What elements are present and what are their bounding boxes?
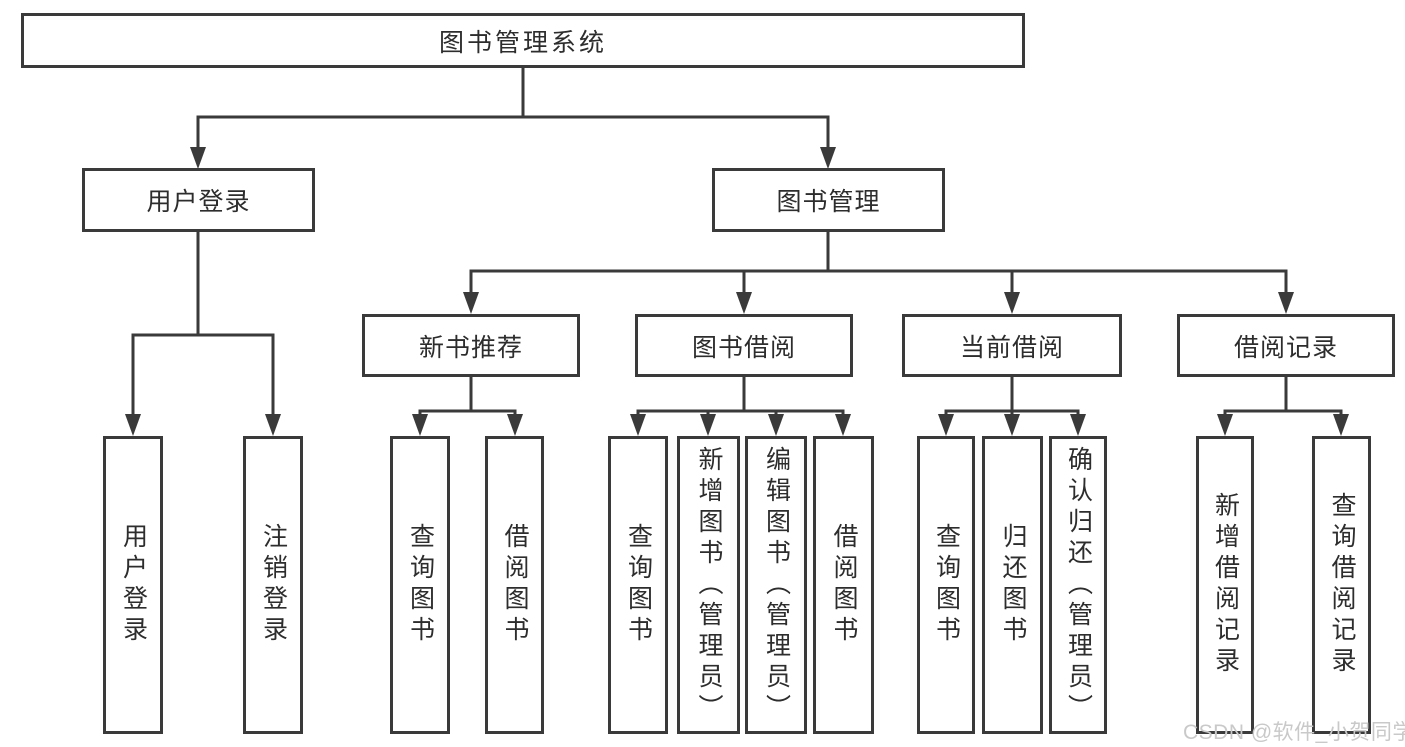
- node-book-management: 图书管理: [712, 168, 945, 232]
- arrowhead: [736, 292, 752, 314]
- node-label: 用户登录: [146, 188, 251, 216]
- node-borrow-record: 借阅记录: [1177, 314, 1395, 377]
- connector-current-borrow: [938, 375, 1086, 436]
- leaf-query-book-3: 查询图书: [917, 436, 975, 734]
- leaf-logout: 注销登录: [243, 436, 303, 734]
- csdn-watermark: CSDN @软件_小贺同学: [1183, 721, 1405, 744]
- arrowhead: [630, 414, 646, 436]
- node-label: 查询图书: [932, 523, 961, 647]
- arrowhead: [265, 414, 281, 436]
- node-book-borrow: 图书借阅: [635, 314, 853, 377]
- leaf-edit-book-admin: 编辑图书（管理员）: [745, 436, 807, 734]
- arrowhead: [190, 147, 206, 169]
- arrowhead: [507, 414, 523, 436]
- node-label: 编辑图书（管理员）: [762, 445, 791, 725]
- node-new-book-recommend: 新书推荐: [362, 314, 580, 377]
- arrowhead: [1070, 414, 1086, 436]
- node-label: 查询图书: [624, 523, 653, 647]
- node-label: 查询图书: [406, 523, 435, 647]
- node-label: 图书借阅: [691, 333, 796, 362]
- node-label: 图书管理: [776, 188, 881, 216]
- node-label: 确认归还（管理员）: [1064, 445, 1093, 725]
- arrowhead: [1217, 414, 1233, 436]
- connector-book-borrow: [630, 375, 851, 436]
- leaf-return-book: 归还图书: [982, 436, 1043, 734]
- leaf-query-book-2: 查询图书: [608, 436, 668, 734]
- leaf-add-book-admin: 新增图书（管理员）: [677, 436, 740, 734]
- arrowhead: [125, 414, 141, 436]
- connector-borrow-record: [1217, 375, 1349, 436]
- arrowhead: [1004, 414, 1020, 436]
- leaf-borrow-book-2: 借阅图书: [813, 436, 874, 734]
- node-current-borrow: 当前借阅: [902, 314, 1122, 377]
- leaf-confirm-return-admin: 确认归还（管理员）: [1049, 436, 1107, 734]
- node-label: 新增借阅记录: [1211, 492, 1240, 678]
- leaf-user-login: 用户登录: [103, 436, 163, 734]
- node-label: 借阅图书: [830, 523, 858, 647]
- node-label: 新增图书（管理员）: [695, 445, 723, 725]
- leaf-borrow-book-1: 借阅图书: [485, 436, 544, 734]
- leaf-query-book-1: 查询图书: [390, 436, 450, 734]
- connector-user-login: [125, 230, 281, 436]
- arrowhead: [938, 414, 954, 436]
- connector-new-book: [412, 375, 523, 436]
- arrowhead: [835, 414, 851, 436]
- node-label: 用户登录: [119, 523, 148, 647]
- node-label: 图书管理系统: [438, 28, 607, 57]
- node-label: 新书推荐: [418, 333, 523, 362]
- node-label: 归还图书: [999, 523, 1027, 647]
- node-label: 查询借阅记录: [1328, 492, 1356, 678]
- node-label: 注销登录: [259, 523, 288, 647]
- arrowhead: [768, 414, 784, 436]
- arrowhead: [1004, 292, 1020, 314]
- connector-book-mgmt: [463, 230, 1294, 314]
- connector-root: [190, 66, 836, 169]
- leaf-add-borrow-record: 新增借阅记录: [1196, 436, 1254, 734]
- leaf-query-borrow-record: 查询借阅记录: [1312, 436, 1371, 734]
- node-user-login: 用户登录: [82, 168, 315, 232]
- arrowhead: [820, 147, 836, 169]
- arrowhead: [412, 414, 428, 436]
- arrowhead: [700, 414, 716, 436]
- node-library-management-system: 图书管理系统: [21, 13, 1025, 68]
- arrowhead: [1278, 292, 1294, 314]
- arrowhead: [1333, 414, 1349, 436]
- node-label: 当前借阅: [959, 333, 1064, 362]
- node-label: 借阅图书: [501, 523, 529, 647]
- arrowhead: [463, 292, 479, 314]
- node-label: 借阅记录: [1233, 333, 1338, 362]
